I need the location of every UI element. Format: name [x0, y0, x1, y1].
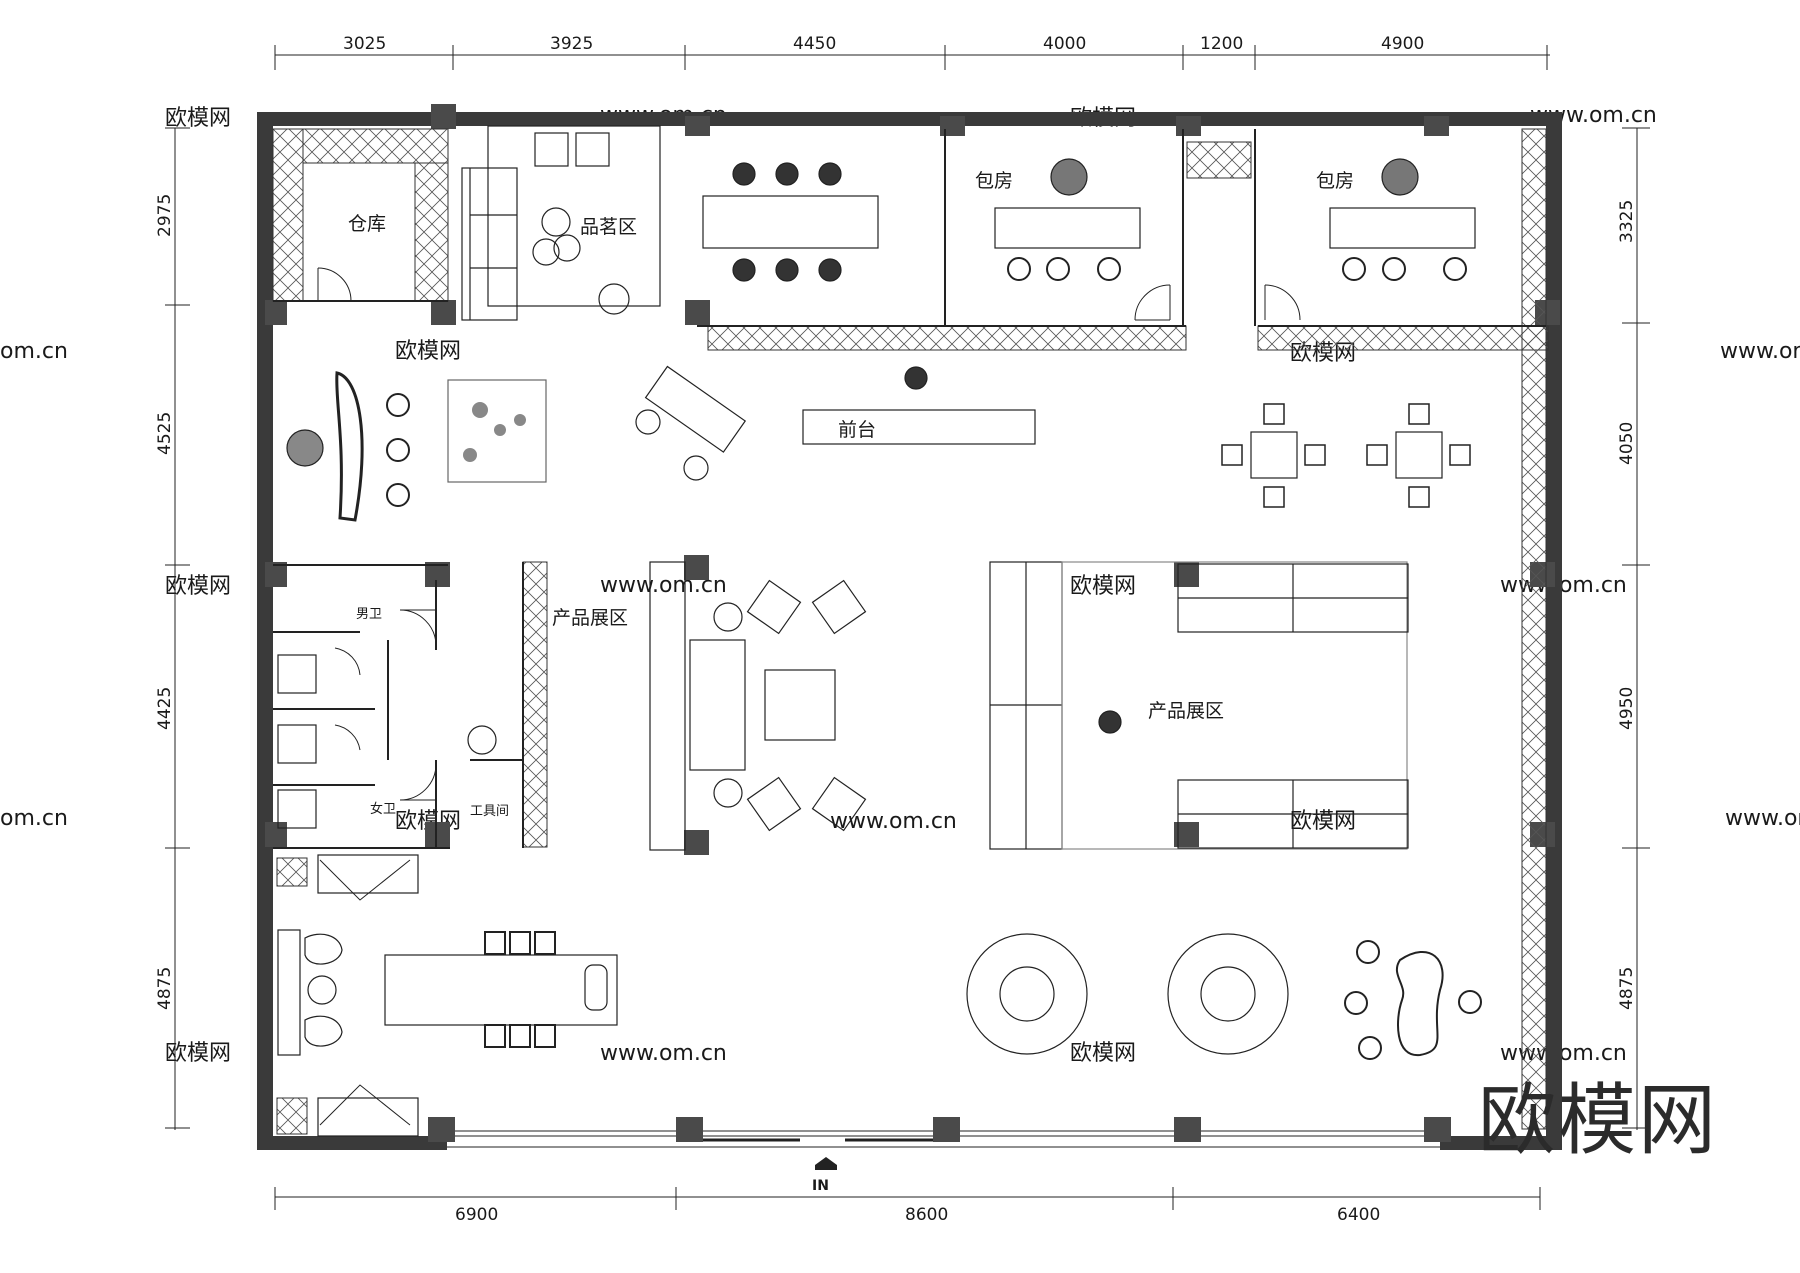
doors	[317, 267, 1301, 1126]
room-label-mens-restroom: 男卫	[356, 607, 382, 622]
watermark-text: www.om.cn	[1500, 1041, 1627, 1066]
dim-left-4: 4875	[155, 967, 175, 1010]
interior-walls	[273, 129, 1546, 849]
dim-top-5: 1200	[1200, 34, 1243, 54]
furniture	[277, 125, 1482, 1137]
room-label-reception: 前台	[838, 419, 876, 441]
dim-left-3: 4425	[155, 687, 175, 730]
room-label-product-display-right: 产品展区	[1148, 700, 1224, 722]
dim-bottom-2: 8600	[905, 1205, 948, 1225]
watermark-text: om.cn	[0, 339, 68, 364]
dimension-labels: 3025 3925 4450 4000 1200 4900 6900 8600 …	[155, 34, 1637, 1225]
dim-right-1: 3325	[1617, 200, 1637, 243]
dim-left-1: 2975	[155, 194, 175, 237]
watermark-text: www.om.cn	[830, 809, 957, 834]
dim-top-6: 4900	[1381, 34, 1424, 54]
watermark-text: om.cn	[0, 806, 68, 831]
dim-right-4: 4875	[1617, 967, 1637, 1010]
watermark-text: 欧模网	[1290, 809, 1356, 834]
dim-top-4: 4000	[1043, 34, 1086, 54]
dimension-lines	[165, 45, 1650, 1210]
watermark-text: 欧模网	[395, 339, 461, 364]
dim-top-2: 3925	[550, 34, 593, 54]
watermark-layer: 欧模网 www.om.cn 欧模网 www.om.cn om.cn 欧模网 欧模…	[0, 103, 1800, 1066]
room-labels: 仓库 品茗区 包房 包房 前台 产品展区 产品展区 男卫 女卫 工具间	[348, 170, 1354, 819]
room-label-product-display-left: 产品展区	[552, 607, 628, 629]
brand-logo: 欧模网	[1478, 1076, 1719, 1166]
watermark-text: 欧模网	[1070, 574, 1136, 599]
entrance-marker: IN	[812, 1157, 837, 1194]
room-label-warehouse: 仓库	[348, 213, 386, 235]
watermark-text: 欧模网	[1070, 1041, 1136, 1066]
watermark-text: 欧模网	[165, 106, 231, 131]
room-label-womens-restroom: 女卫	[370, 801, 396, 817]
watermark-text: 欧模网	[165, 1041, 231, 1066]
watermark-text: www.om.cn	[1725, 806, 1800, 831]
dim-right-3: 4950	[1617, 687, 1637, 730]
watermark-text: 欧模网	[165, 574, 231, 599]
outer-walls	[257, 112, 1562, 1150]
entrance-label: IN	[812, 1178, 829, 1194]
room-label-private-room-2: 包房	[1316, 170, 1354, 192]
columns	[265, 104, 1560, 1142]
watermark-text: www.om.cn	[600, 1041, 727, 1066]
watermark-text: www.om.cn	[1500, 573, 1627, 598]
dim-top-1: 3025	[343, 34, 386, 54]
dim-top-3: 4450	[793, 34, 836, 54]
entrance-arrow-icon	[815, 1157, 837, 1165]
room-label-tea-area: 品茗区	[580, 216, 637, 238]
hatched-walls	[272, 128, 1549, 1135]
room-label-private-room-1: 包房	[975, 170, 1013, 192]
room-label-tool-room: 工具间	[470, 804, 509, 819]
dim-bottom-3: 6400	[1337, 1205, 1380, 1225]
dim-bottom-1: 6900	[455, 1205, 498, 1225]
dim-right-2: 4050	[1617, 422, 1637, 465]
dim-left-2: 4525	[155, 412, 175, 455]
watermark-text: www.om.cn	[1720, 339, 1800, 364]
